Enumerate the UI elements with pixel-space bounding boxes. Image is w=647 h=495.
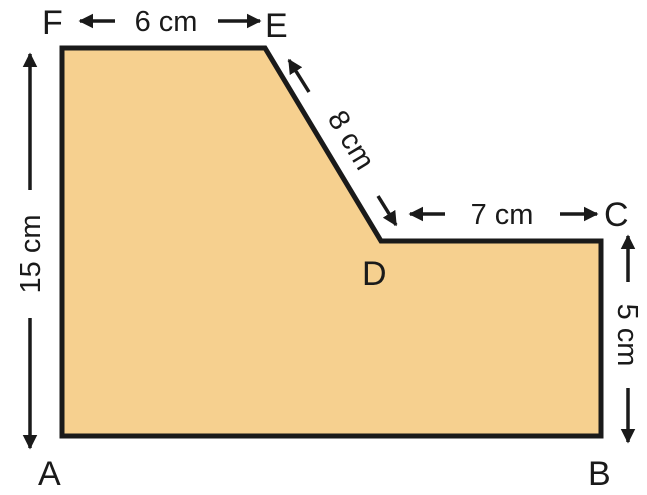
vertex-label-f: F: [42, 4, 63, 42]
vertex-label-c: C: [604, 196, 629, 234]
vertex-label-a: A: [38, 455, 61, 493]
dimension-label-fa: 15 cm: [15, 215, 47, 294]
shape-polygon: [59, 45, 604, 439]
vertex-label-d: D: [362, 255, 387, 293]
dimension-label-fe: 6 cm: [135, 6, 198, 38]
dimension-label-cb: 5 cm: [611, 304, 643, 367]
vertex-label-b: B: [588, 455, 611, 493]
dimension-label-dc: 7 cm: [471, 199, 534, 231]
ed-arrow-down: [376, 195, 398, 227]
ed-arrow-up: [287, 58, 311, 93]
vertex-label-e: E: [265, 7, 288, 45]
